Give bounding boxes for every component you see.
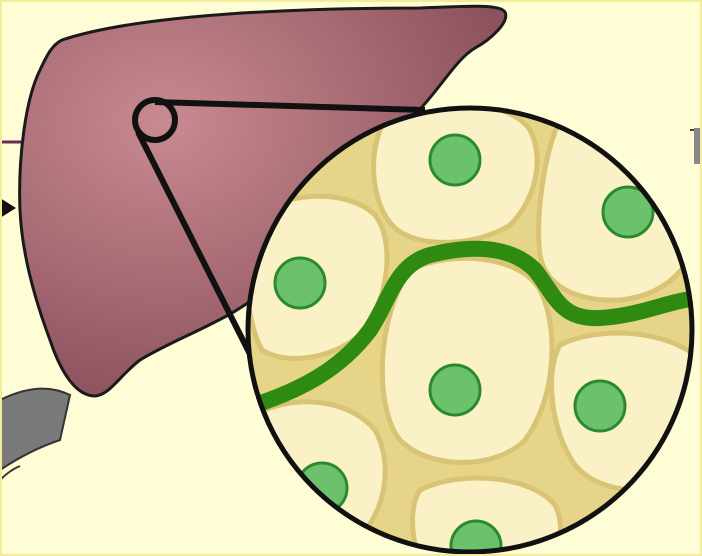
nucleus	[430, 135, 480, 185]
cell	[382, 258, 552, 462]
nucleus	[575, 381, 625, 431]
arrow-head-left	[0, 198, 16, 218]
nucleus	[430, 365, 480, 415]
nucleus	[275, 258, 325, 308]
nucleus	[297, 463, 347, 513]
right-edge-mark	[694, 128, 702, 164]
gray-connector-shape	[0, 389, 70, 470]
